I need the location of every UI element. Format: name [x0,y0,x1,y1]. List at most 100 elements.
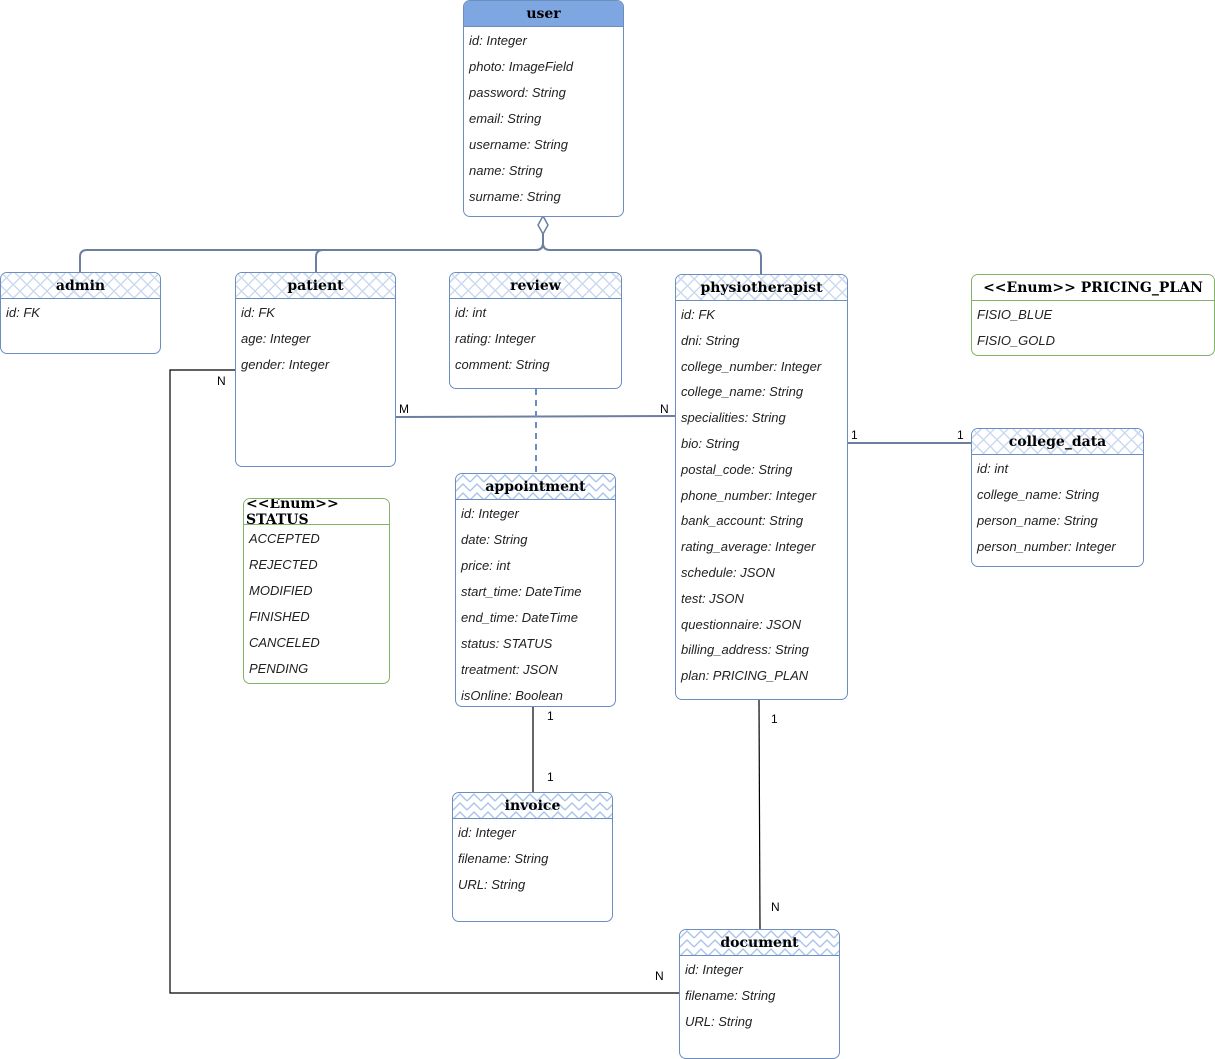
status-enum[interactable]: <<Enum>> STATUS ACCEPTED REJECTED MODIFI… [243,498,390,684]
multiplicity-label: 1 [771,712,778,726]
attribute: id: Integer [461,506,519,521]
multiplicity-label: 1 [851,428,858,442]
attribute: price: int [461,558,511,573]
document-entity-header: document [680,930,839,956]
user-entity-header: user [464,1,623,27]
patient-document-line [169,369,680,994]
attribute: id: int [977,461,1009,476]
attribute: username: String [469,137,568,152]
appointment-entity-header: appointment [456,474,615,500]
document-entity-name: document [720,934,799,951]
appointment-entity-name: appointment [485,478,586,495]
attribute: email: String [469,111,542,126]
appointment-attribute-list: id: Integer date: String price: int star… [456,500,615,706]
invoice-entity-name: invoice [504,797,561,814]
attribute: bio: String [681,435,740,451]
attribute: schedule: JSON [681,564,775,580]
attribute: questionnaire: JSON [681,616,801,632]
status-value-list: ACCEPTED REJECTED MODIFIED FINISHED CANC… [244,525,389,683]
patient-entity-header: patient [236,273,395,299]
patient-attribute-list: id: FK age: Integer gender: Integer [236,299,395,379]
college-data-attribute-list: id: int college_name: String person_name… [972,455,1143,561]
college-data-entity[interactable]: college_data id: int college_name: Strin… [971,428,1144,567]
appointment-entity[interactable]: appointment id: Integer date: String pri… [455,473,616,707]
attribute: password: String [469,85,566,100]
user-attribute-list: id: Integer photo: ImageField password: … [464,27,623,211]
enum-value: PENDING [249,661,309,676]
attribute: end_time: DateTime [461,610,578,625]
enum-value: FISIO_GOLD [977,333,1056,348]
attribute: start_time: DateTime [461,584,582,599]
patient-entity[interactable]: patient id: FK age: Integer gender: Inte… [235,272,396,467]
attribute: URL: String [458,877,526,892]
status-enum-name: <<Enum>> STATUS [246,498,339,528]
attribute: postal_code: String [681,461,793,477]
attribute: gender: Integer [241,357,330,372]
attribute: id: FK [6,305,40,320]
college-data-entity-header: college_data [972,429,1143,455]
pricing-plan-enum[interactable]: <<Enum>> PRICING_PLAN FISIO_BLUE FISIO_G… [971,274,1215,356]
inheritance-line-admin [79,234,544,272]
multiplicity-label: N [217,374,226,388]
multiplicity-label: N [655,969,664,983]
admin-entity-name: admin [55,277,106,294]
attribute: filename: String [685,988,776,1003]
patient-entity-name: patient [287,277,344,294]
multiplicity-label: 1 [547,770,554,784]
attribute: id: Integer [458,825,516,840]
attribute: college_name: String [977,487,1100,502]
multiplicity-label: N [660,402,669,416]
invoice-entity[interactable]: invoice id: Integer filename: String URL… [452,792,613,922]
physiotherapist-document-line [758,699,761,930]
attribute: date: String [461,532,528,547]
college-data-entity-name: college_data [1008,433,1107,450]
status-enum-header: <<Enum>> STATUS [244,498,389,528]
attribute: phone_number: Integer [681,487,817,503]
attribute: status: STATUS [461,636,553,651]
invoice-attribute-list: id: Integer filename: String URL: String [453,819,612,899]
attribute: rating: Integer [455,331,536,346]
enum-value: REJECTED [249,557,318,572]
multiplicity-label: 1 [957,428,964,442]
attribute: id: int [455,305,487,320]
attribute: photo: ImageField [469,59,574,74]
attribute: test: JSON [681,590,744,606]
multiplicity-label: N [771,900,780,914]
attribute: person_number: Integer [977,539,1116,554]
admin-attribute-list: id: FK [1,299,160,327]
attribute: surname: String [469,189,561,204]
attribute: bank_account: String [681,513,804,529]
attribute: id: Integer [685,962,743,977]
admin-entity[interactable]: admin id: FK [0,272,161,354]
invoice-entity-header: invoice [453,793,612,819]
physiotherapist-attribute-list: id: FK dni: String college_number: Integ… [676,301,847,690]
attribute: dni: String [681,332,740,348]
attribute: college_name: String [681,384,804,400]
review-entity-name: review [510,277,561,294]
attribute: age: Integer [241,331,311,346]
enum-value: FINISHED [249,609,310,624]
attribute: college_number: Integer [681,358,822,374]
attribute: plan: PRICING_PLAN [681,668,809,684]
enum-value: FISIO_BLUE [977,307,1053,322]
document-entity[interactable]: document id: Integer filename: String UR… [679,929,840,1059]
attribute: name: String [469,163,543,178]
attribute: id: FK [681,307,715,322]
attribute: billing_address: String [681,642,809,658]
enum-value: CANCELED [249,635,320,650]
pricing-plan-enum-header: <<Enum>> PRICING_PLAN [972,275,1214,301]
review-entity[interactable]: review id: int rating: Integer comment: … [449,272,622,389]
admin-entity-header: admin [1,273,160,299]
pricing-plan-value-list: FISIO_BLUE FISIO_GOLD [972,301,1214,355]
multiplicity-label: 1 [547,709,554,723]
inheritance-line-patient [315,234,544,272]
physiotherapist-entity[interactable]: physiotherapist id: FK dni: String colle… [675,274,848,700]
attribute: id: FK [241,305,275,320]
attribute: id: Integer [469,33,527,48]
attribute: specialities: String [681,410,786,426]
user-entity-name: user [526,5,561,22]
attribute: treatment: JSON [461,662,558,677]
user-entity[interactable]: user id: Integer photo: ImageField passw… [463,0,624,217]
enum-value: ACCEPTED [249,531,320,546]
